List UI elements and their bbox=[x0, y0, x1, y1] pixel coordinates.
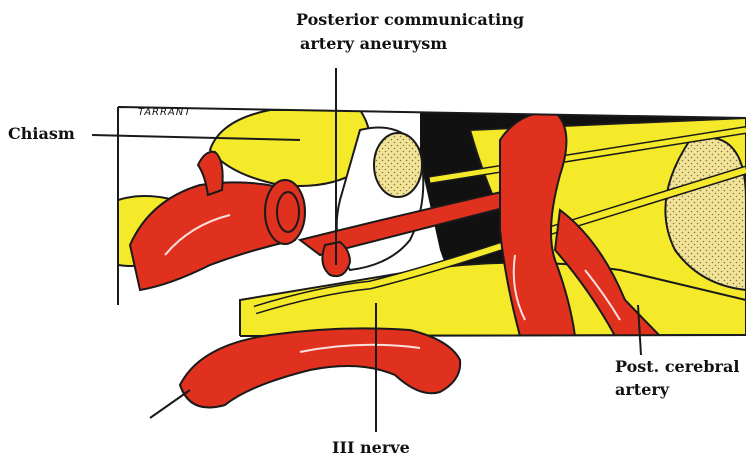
post-cerebral-label-line2: artery bbox=[615, 380, 669, 400]
panel-content bbox=[100, 100, 746, 340]
aneurysm-label-line1: Posterior communicating bbox=[296, 10, 524, 30]
post-cerebral-label-line1: Post. cerebral bbox=[615, 357, 739, 377]
iii-nerve-label: III nerve bbox=[332, 438, 410, 458]
aneurysm-label-line2: artery aneurysm bbox=[300, 34, 447, 54]
lower-vessel bbox=[180, 328, 460, 407]
chiasm-label: Chiasm bbox=[8, 124, 75, 144]
optic-nerve-stump bbox=[374, 133, 422, 197]
artist-signature: TARRANT bbox=[138, 103, 191, 123]
